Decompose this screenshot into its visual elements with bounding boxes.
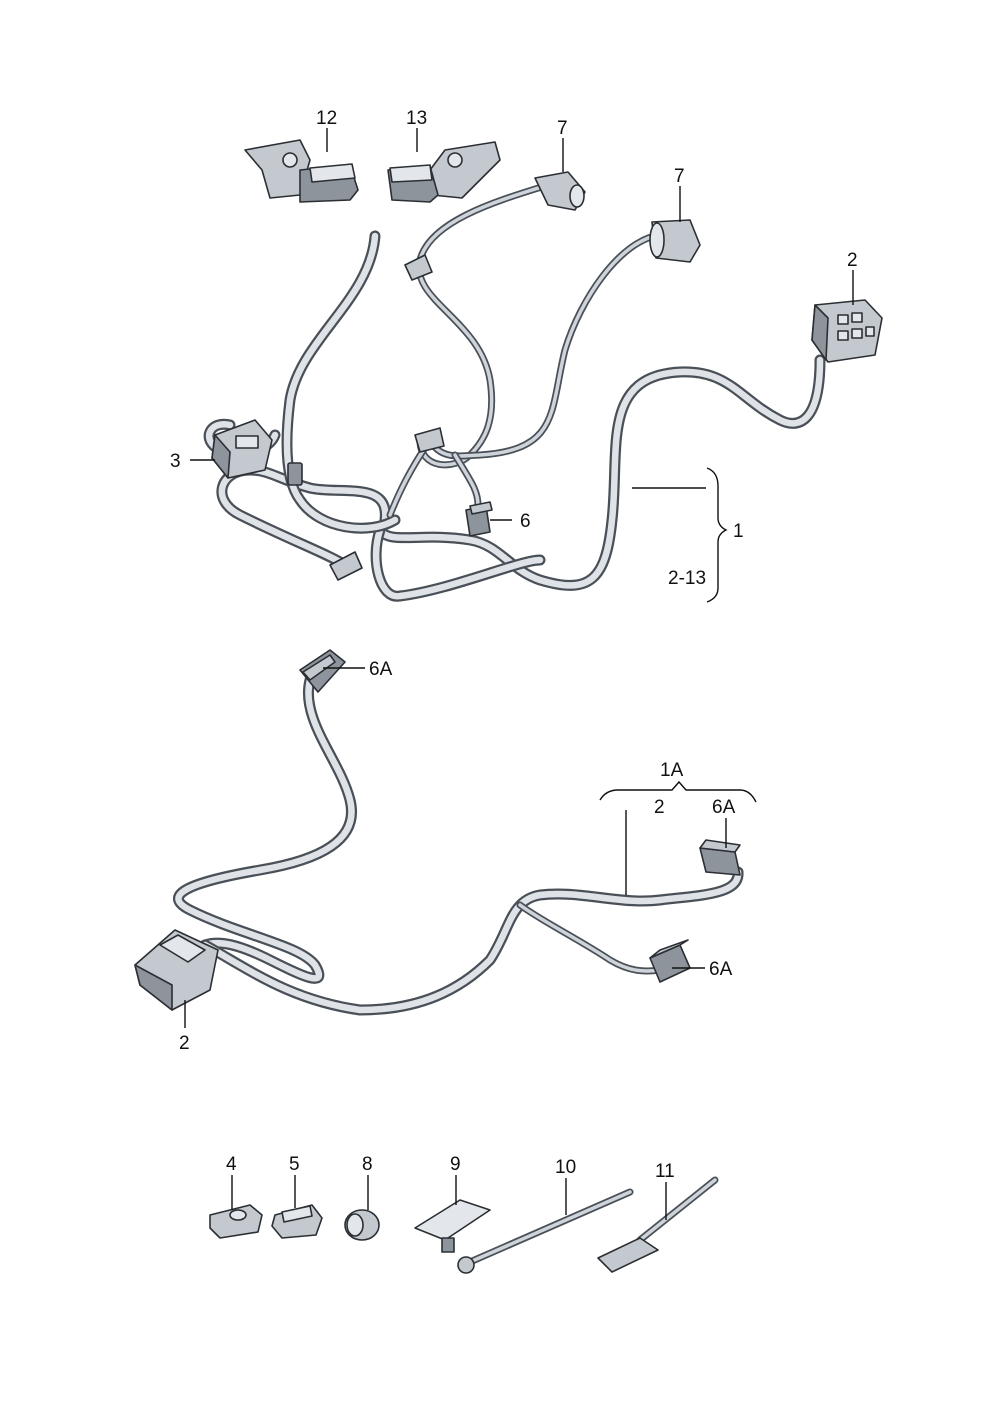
callout-6A-top: 6A <box>369 659 393 680</box>
harness-clip <box>287 462 303 486</box>
callout-13: 13 <box>406 108 427 129</box>
connector-7-right <box>649 219 701 263</box>
callout-1: 1 <box>733 521 744 542</box>
bracket-13 <box>387 141 501 203</box>
callout-6A-right: 6A <box>712 797 736 818</box>
callout-12: 12 <box>316 108 337 129</box>
connector-2-bottom <box>134 929 219 1011</box>
grommet-8 <box>344 1209 380 1241</box>
wiring-harness-1A <box>134 649 744 1016</box>
callout-2-bottom: 2 <box>179 1033 190 1054</box>
connector-6A-right <box>699 839 741 876</box>
callout-10: 10 <box>555 1157 576 1178</box>
callout-4: 4 <box>226 1154 237 1175</box>
callout-6: 6 <box>520 511 531 532</box>
callout-6A-lower: 6A <box>709 959 733 980</box>
connector-3 <box>211 419 273 479</box>
connector-7-upper <box>534 171 586 211</box>
callout-labels: 12 13 7 7 2 3 6 1 2-13 6A 1A 2 6A 6A 2 4… <box>170 108 858 1182</box>
callout-2-1A: 2 <box>654 797 665 818</box>
connector-2-top <box>811 299 883 363</box>
connector-6 <box>465 501 493 537</box>
clip-5 <box>271 1204 323 1239</box>
callout-1A: 1A <box>660 760 684 781</box>
callout-7-upper: 7 <box>557 118 568 139</box>
wiring-harness-1 <box>203 171 883 602</box>
harness-clip <box>404 254 433 281</box>
callout-11: 11 <box>655 1161 675 1182</box>
bracket-12 <box>244 139 359 203</box>
clip-9 <box>414 1199 491 1253</box>
connector-6A-lower <box>649 939 691 983</box>
harness-clip <box>414 427 445 453</box>
callout-2-13: 2-13 <box>668 568 706 589</box>
callout-7-right: 7 <box>674 166 685 187</box>
callout-5: 5 <box>289 1154 300 1175</box>
cable-tie-11 <box>597 1176 719 1273</box>
callout-2-top: 2 <box>847 250 858 271</box>
leader-lines <box>184 128 854 1220</box>
clip-4 <box>209 1204 263 1239</box>
callout-3: 3 <box>170 451 181 472</box>
cable-tie-10 <box>457 1188 634 1274</box>
callout-9: 9 <box>450 1154 461 1175</box>
harness-clip <box>329 551 363 581</box>
callout-8: 8 <box>362 1154 373 1175</box>
connector-6A-top <box>299 649 346 693</box>
